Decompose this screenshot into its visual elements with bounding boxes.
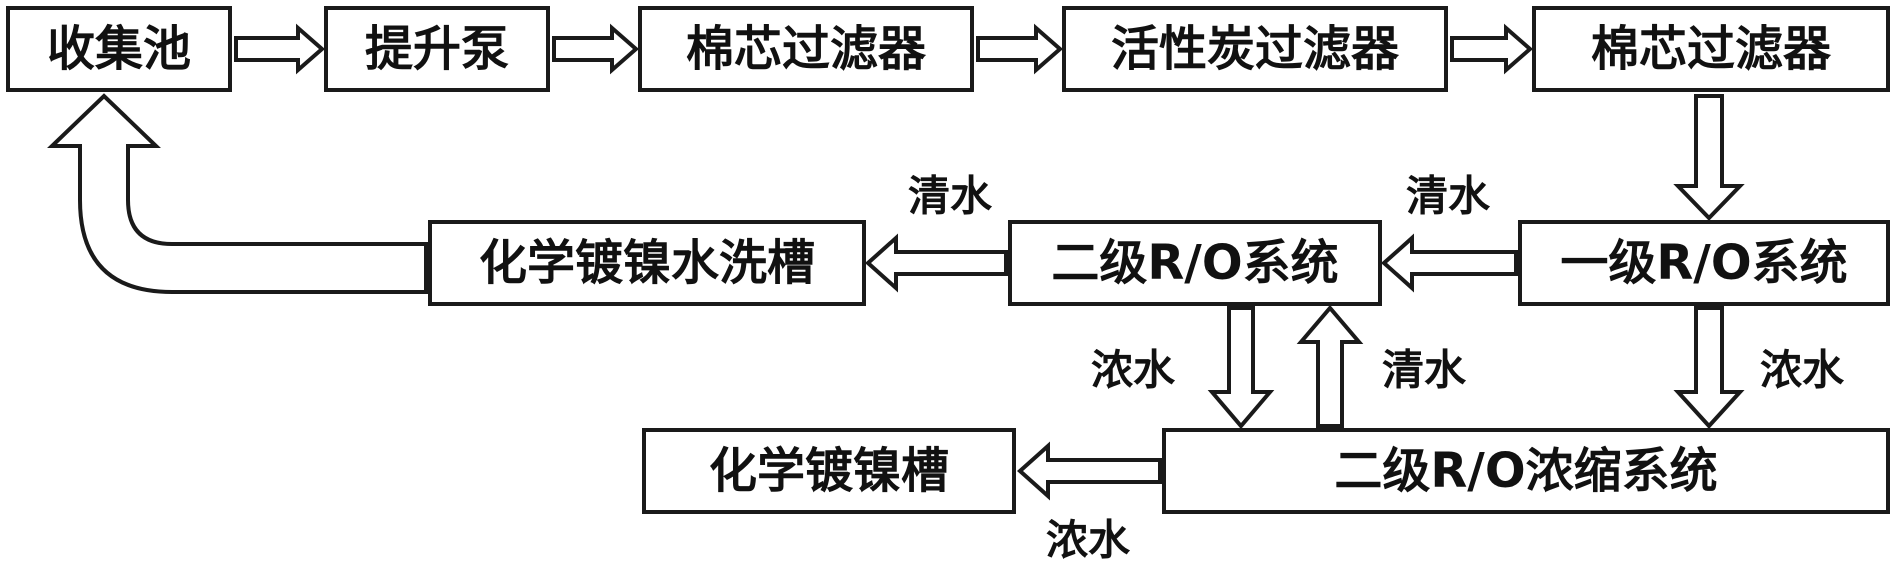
flow-label-clean-ro2-rinse: 清水 [908,172,993,221]
rinse-tank-box [428,220,866,306]
arrow-ro1-to-ro2 [1380,233,1518,293]
flow-label-conc-ro2-down: 浓水 [1091,346,1176,395]
flow-label-conc-to-plating: 浓水 [1046,516,1131,565]
arrow-ro2-to-concentrate [1207,306,1275,430]
ro-stage2-box [1008,220,1382,306]
ro-stage1-label: 一级R/O系统 [1560,235,1847,291]
flow-label-clean-ro1-ro2: 清水 [1406,172,1491,221]
arrow-pump-to-filter1 [552,23,640,75]
ro-concentrate-box [1162,428,1890,514]
arrow-filter2-to-ro1 [1673,94,1745,221]
ro-concentrate-label: 二级R/O浓缩系统 [1334,443,1717,499]
ro-stage1-box [1518,220,1890,306]
lift-pump-label: 提升泵 [365,21,509,77]
carbon-filter-box [1062,6,1448,92]
flow-label-conc-ro1-down: 浓水 [1760,346,1845,395]
arrow-ro2-to-rinse [864,233,1008,293]
arrow-tank-to-pump [234,23,326,75]
collection-tank-label: 收集池 [47,21,191,77]
plating-tank-label: 化学镀镍槽 [709,443,949,499]
cotton-filter-1-label: 棉芯过滤器 [686,21,927,77]
ro-stage2-label: 二级R/O系统 [1051,235,1338,291]
rinse-tank-label: 化学镀镍水洗槽 [479,235,815,291]
arrow-concentrate-to-ro2 [1296,304,1364,428]
cotton-filter-1-box [638,6,974,92]
lift-pump-box [324,6,550,92]
carbon-filter-label: 活性炭过滤器 [1111,21,1400,77]
flow-label-clean-up: 清水 [1382,346,1467,395]
cotton-filter-2-label: 棉芯过滤器 [1591,21,1832,77]
arrow-ro1-to-concentrate [1673,306,1745,429]
plating-tank-box [642,428,1016,514]
arrow-rinse-to-collection [47,93,428,294]
arrow-carbon-to-filter2 [1450,23,1534,75]
collection-tank-box [6,6,232,92]
arrow-filter1-to-carbon [976,23,1064,75]
cotton-filter-2-box [1532,6,1890,92]
arrow-concentrate-to-plating [1016,441,1162,501]
